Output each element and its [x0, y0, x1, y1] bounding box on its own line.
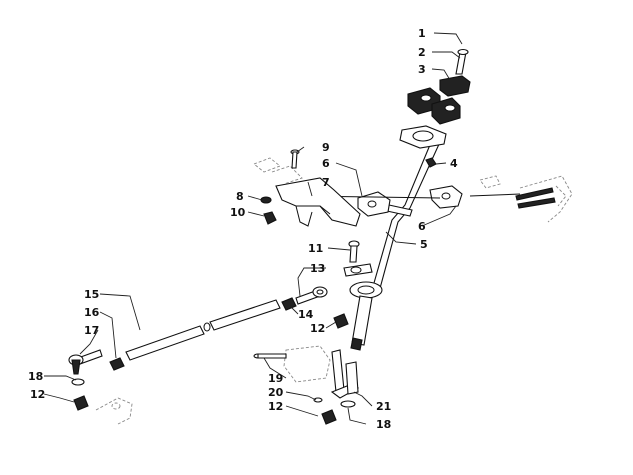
handlebar-bolt [455, 48, 469, 75]
handlebar-bracket [275, 177, 361, 227]
handlebar-caps [407, 75, 471, 125]
washer-18-lower [340, 400, 356, 408]
bolt-9 [290, 149, 300, 169]
jam-nut-14 [281, 297, 297, 311]
handlebar-ghost-left [253, 157, 303, 185]
callout-2: 2 [418, 46, 426, 59]
washer-20 [313, 397, 323, 403]
callout-20: 20 [268, 386, 284, 399]
nut-12-lower [321, 409, 337, 425]
callout-10: 10 [230, 206, 246, 219]
callout-18-left: 18 [28, 370, 43, 383]
tie-rod-end-13 [295, 286, 328, 305]
handlebar-clamp-right [429, 185, 463, 209]
washer-18-left [71, 378, 85, 386]
handlebar-clamp-left [357, 191, 391, 217]
steering-post [349, 125, 447, 351]
jam-nut-16 [109, 357, 125, 371]
callout-21: 21 [376, 400, 391, 413]
callout-3: 3 [418, 63, 426, 76]
lower-steering-bracket [330, 349, 360, 399]
callout-15: 15 [84, 288, 99, 301]
callout-5: 5 [420, 238, 428, 251]
tie-rod [125, 299, 281, 361]
callout-19: 19 [268, 372, 283, 385]
callout-13: 13 [310, 262, 325, 275]
bolt-19 [253, 353, 287, 359]
callout-7: 7 [322, 176, 330, 189]
callout-labels: 1 2 3 4 5 6 6 7 8 9 10 11 12 12 12 13 14… [28, 27, 458, 431]
handlebar-ghost-right [469, 175, 573, 223]
lower-bracket-ghost [283, 345, 331, 383]
callout-8: 8 [236, 190, 244, 203]
bolt-11 [348, 240, 360, 263]
callout-1: 1 [418, 27, 426, 40]
nut-12-left [73, 395, 89, 411]
steering-arm [343, 263, 373, 277]
spindle-ghost [95, 397, 133, 425]
nut-10 [263, 211, 277, 225]
callout-16: 16 [84, 306, 100, 319]
tie-rod-end-17 [68, 349, 103, 375]
callout-12-upper: 12 [310, 322, 325, 335]
leader-lines [43, 32, 463, 425]
callout-17: 17 [84, 324, 99, 337]
callout-18-lower: 18 [376, 418, 391, 431]
washer-8 [260, 196, 272, 204]
callout-12-lower: 12 [268, 400, 283, 413]
callout-6-left: 6 [322, 157, 330, 170]
callout-11: 11 [308, 242, 323, 255]
nut-12-upper [333, 313, 349, 329]
callout-14: 14 [298, 308, 314, 321]
callout-6-right: 6 [418, 220, 426, 233]
callout-4: 4 [450, 157, 458, 170]
callout-9: 9 [322, 141, 330, 154]
callout-12-left: 12 [30, 388, 45, 401]
